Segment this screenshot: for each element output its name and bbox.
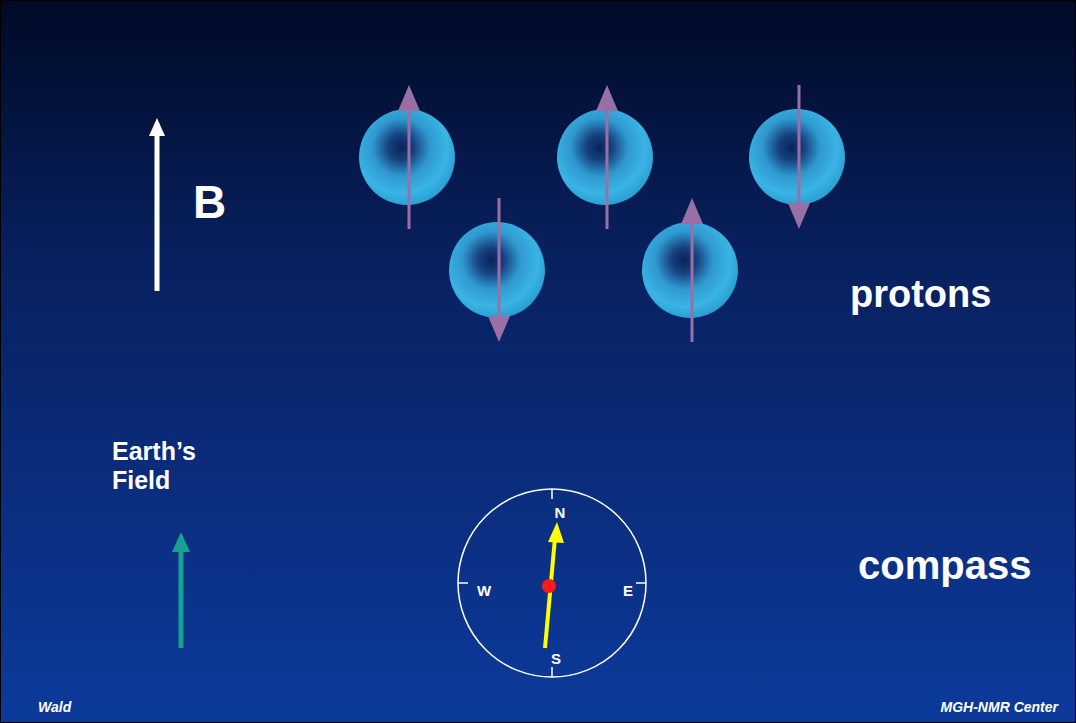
spin-arrowhead (488, 316, 510, 342)
spin-axis (691, 224, 694, 342)
proton (359, 85, 455, 229)
spin-arrowhead (596, 85, 618, 111)
compass-direction: E (623, 583, 633, 598)
proton (642, 198, 738, 342)
spin-axis (498, 198, 501, 316)
earth-field-arrow (172, 532, 190, 648)
spin-axis (408, 111, 411, 229)
compass-direction: S (551, 651, 561, 666)
compass-tick (551, 667, 553, 677)
compass-direction: N (555, 505, 566, 520)
earth-field-label: Earth’s Field (112, 437, 252, 495)
field-label: B (193, 176, 226, 229)
proton (449, 198, 545, 342)
compass-tick (458, 582, 468, 584)
proton (557, 85, 653, 229)
field-arrow (149, 118, 165, 291)
spin-axis (606, 111, 609, 229)
institution-note: MGH-NMR Center (941, 699, 1058, 715)
compass-dial: N W E S (457, 488, 647, 678)
proton-sphere (557, 109, 653, 205)
compass-direction: W (477, 583, 491, 598)
proton-spheres (359, 85, 845, 342)
proton-label: protons (850, 273, 991, 317)
spin-arrowhead (398, 85, 420, 111)
proton-sphere (449, 222, 545, 318)
proton-sphere (359, 109, 455, 205)
spin-axis (798, 85, 801, 203)
compass-tick (551, 489, 553, 499)
proton (749, 85, 845, 229)
compass-label: compass (858, 542, 1031, 588)
proton-sphere (642, 222, 738, 318)
proton-sphere (749, 109, 845, 205)
compass-tick (636, 582, 646, 584)
compass-needle (542, 522, 564, 648)
author-note: Wald (38, 699, 71, 715)
spin-arrowhead (681, 198, 703, 224)
spin-arrowhead (788, 203, 810, 229)
